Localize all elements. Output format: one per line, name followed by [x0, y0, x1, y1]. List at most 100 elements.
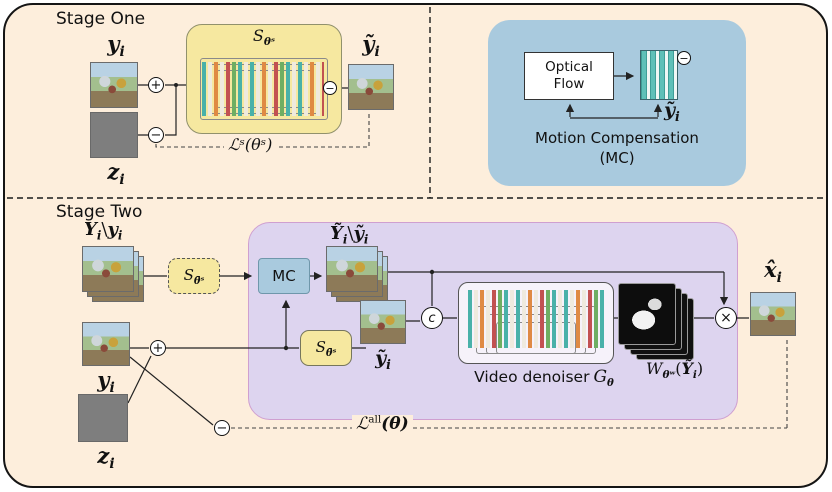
stage-two-title: Stage Two [56, 202, 143, 222]
frozen-denoiser-box-top: Sθ̄ˢ [168, 258, 220, 294]
math-sub-i: i [374, 44, 380, 61]
junction-dots [174, 83, 435, 351]
math-ytilde: ỹ [362, 31, 375, 56]
pseudo-clean-frame-thumbnail [360, 300, 406, 344]
mc-box: MC [258, 258, 310, 294]
math-sub-i: i [386, 356, 391, 372]
math-y: y [107, 31, 120, 56]
math-z: z [97, 443, 110, 468]
network-layers-icon [468, 290, 604, 348]
label-z-i: zi [94, 159, 138, 187]
label-xhat-i: x̂i [750, 257, 796, 285]
mc-caption-line1: Motion Compensation [535, 129, 699, 147]
stage-one-title: Stage One [56, 9, 146, 29]
math-sub-i: i [363, 232, 369, 247]
math-xhat: x̂ [764, 257, 777, 282]
math-ytilde: ỹ [664, 99, 676, 121]
math-sub-i: i [776, 270, 782, 287]
label-y-i-bottom: yi [86, 367, 126, 395]
minus-icon: − [148, 127, 164, 143]
label-y-i: yi [94, 31, 138, 59]
mc-reference-label: ỹi [664, 99, 680, 124]
optical-flow-label: Optical Flow [545, 59, 593, 92]
stage-two-loss-label: ℒall(θ) [352, 413, 413, 435]
mask-stack [618, 283, 694, 360]
optical-flow-box: Optical Flow [524, 52, 614, 100]
plus-icon: + [150, 340, 166, 356]
math-theta-bar-s: θ̄ˢ [325, 348, 337, 360]
label-z-i-bottom: zi [86, 443, 126, 471]
math-y: y [107, 219, 118, 240]
warped-frame-stack [326, 246, 388, 302]
math-S: S [315, 338, 326, 357]
mc-box-label: MC [272, 267, 296, 285]
math-sub-i: i [119, 44, 125, 61]
frame-stack-item [82, 246, 134, 292]
connector [127, 84, 749, 426]
video-denoiser-text: Video denoiser [474, 368, 590, 386]
dashed-connector [155, 114, 788, 429]
mc-caption-line2: (MC) [599, 149, 635, 167]
math-loss-all-arg: (θ) [381, 414, 409, 434]
noisy-frame-thumbnail-bottom [82, 322, 130, 366]
math-setminus: \ [347, 223, 354, 244]
math-sub-i: i [119, 172, 125, 189]
math-sub-i: i [342, 232, 348, 247]
concat-icon: c [421, 307, 443, 329]
plus-icon: + [148, 77, 164, 93]
math-sub-i: i [692, 369, 697, 382]
minus-icon: − [677, 51, 691, 65]
noisy-frame-thumbnail [90, 62, 138, 108]
label-ytilde-i: ỹi [348, 31, 394, 59]
math-loss-s: ℒˢ(θˢ) [228, 135, 273, 154]
region-dividers [7, 7, 825, 199]
loss-dashed-connectors [155, 114, 788, 429]
math-rparen: ) [696, 359, 704, 378]
math-lparen: ( [675, 359, 682, 378]
math-S: S [183, 266, 194, 285]
output-frame-thumbnail [750, 292, 796, 336]
noise-map-square-bottom [78, 394, 128, 442]
math-ytilde: ỹ [353, 223, 364, 244]
mask-weights-label: Wθʷ(Ỹi) [646, 359, 704, 382]
math-Ytilde: Ỹ [681, 359, 693, 378]
minus-icon: − [214, 420, 230, 436]
math-ytilde: ỹ [375, 347, 387, 369]
math-sub-i: i [117, 228, 123, 243]
math-sub-i: i [109, 456, 115, 473]
math-theta-w: θʷ [662, 369, 676, 382]
motion-compensation-block [488, 20, 746, 186]
math-sub-i: i [675, 108, 680, 124]
solid-connectors [127, 71, 749, 426]
label-Ytilde-set: Ỹi\ỹi [330, 223, 369, 247]
math-Y: Y [84, 219, 97, 240]
label-ytilde-i-bottom: ỹi [358, 347, 408, 372]
frame-stack-item [326, 246, 378, 292]
math-setminus: \ [101, 219, 108, 240]
mask-frame-front [618, 283, 676, 345]
math-sub-i: i [96, 228, 102, 243]
math-G: G [593, 367, 608, 387]
network-layers-icon [202, 62, 324, 116]
mc-network-layers-icon [640, 50, 678, 100]
math-z: z [107, 159, 120, 184]
math-theta-s: θˢ [263, 36, 276, 49]
label-s-theta-s: Sθˢ [216, 26, 312, 49]
label-Y-set: Yi\yi [84, 219, 123, 243]
math-Ytilde: Ỹ [330, 223, 343, 244]
noisy-frame-stack [82, 246, 144, 302]
math-sub-i: i [109, 380, 115, 397]
math-loss-all-sup: all [368, 413, 382, 426]
stage-one-loss-label: ℒˢ(θˢ) [224, 135, 277, 155]
math-W: W [646, 359, 663, 378]
frozen-denoiser-box-bottom: Sθ̄ˢ [300, 330, 352, 366]
math-theta-bar-s: θ̄ˢ [193, 276, 205, 288]
noise-map-square [90, 112, 138, 158]
multiply-icon: × [715, 307, 737, 329]
denoised-frame-thumbnail [348, 64, 394, 110]
math-loss-L: ℒ [356, 414, 369, 434]
minus-icon: − [323, 81, 337, 95]
